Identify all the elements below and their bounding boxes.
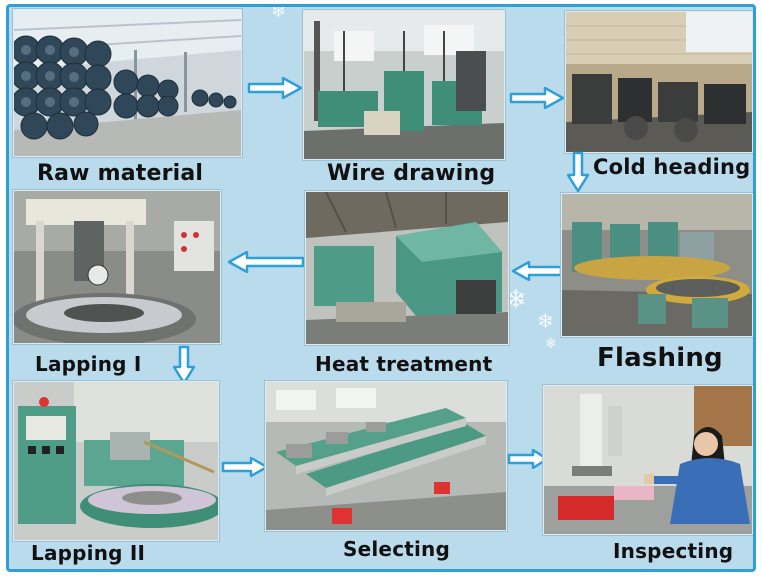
heat-treatment-photo bbox=[305, 191, 509, 345]
snowflake-icon: ❄ bbox=[505, 285, 527, 315]
inspecting-photo bbox=[543, 385, 753, 535]
hollow-arrow-icon bbox=[221, 457, 269, 477]
snowflake-icon: ❄ bbox=[537, 309, 554, 333]
hollow-arrow-icon bbox=[567, 151, 589, 193]
selecting-photo bbox=[265, 381, 507, 531]
hollow-arrow-icon bbox=[247, 77, 303, 99]
step-label-lapping-ii: Lapping II bbox=[31, 541, 146, 565]
hollow-arrow-icon bbox=[507, 449, 549, 469]
step-label-raw-material: Raw material bbox=[37, 161, 204, 186]
cold-heading-photo bbox=[565, 11, 753, 153]
process-diagram: ❄ ❄ ❄ ❄ bbox=[6, 4, 756, 572]
step-label-lapping-i: Lapping I bbox=[35, 352, 142, 376]
lapping-i-photo bbox=[13, 190, 221, 344]
snowflake-icon: ❄ bbox=[271, 4, 287, 22]
snowflake-icon: ❄ bbox=[545, 336, 557, 352]
step-label-cold-heading: Cold heading bbox=[593, 155, 751, 179]
hollow-arrow-icon bbox=[227, 251, 305, 273]
raw-material-photo bbox=[13, 9, 242, 157]
step-label-wire-drawing: Wire drawing bbox=[327, 161, 496, 186]
hollow-arrow-icon bbox=[511, 261, 563, 281]
hollow-arrow-icon bbox=[173, 345, 195, 385]
lapping-ii-photo bbox=[13, 381, 219, 541]
step-label-inspecting: Inspecting bbox=[613, 539, 734, 563]
flashing-photo bbox=[561, 193, 753, 337]
step-label-heat-treatment: Heat treatment bbox=[315, 352, 493, 376]
step-label-flashing: Flashing bbox=[597, 343, 723, 373]
wire-drawing-photo bbox=[303, 10, 505, 160]
step-label-selecting: Selecting bbox=[343, 537, 451, 561]
hollow-arrow-icon bbox=[509, 87, 565, 109]
